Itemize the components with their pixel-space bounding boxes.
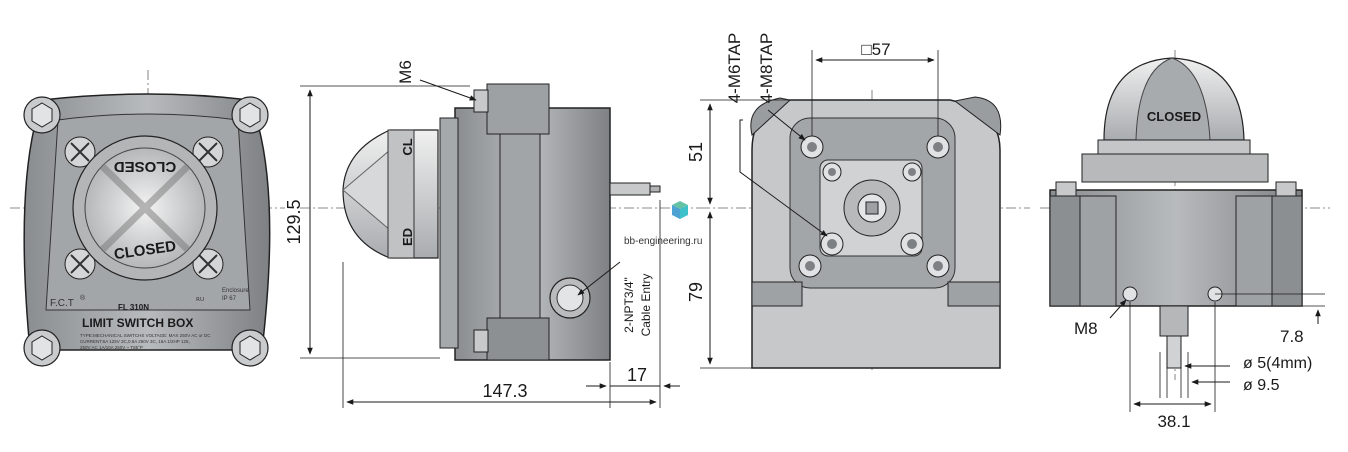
rear-left-bolt xyxy=(1055,181,1077,197)
side-dome-band xyxy=(387,129,415,259)
dome-ed-label: ED xyxy=(400,228,415,246)
dim-square: □57 xyxy=(861,40,890,59)
watermark-icon xyxy=(672,201,688,219)
side-top-boss xyxy=(486,83,550,135)
tap-label-m8: 4-M8TAP xyxy=(757,33,776,104)
side-shaft-tip xyxy=(649,185,661,193)
bottom-foot-right xyxy=(947,281,1001,307)
rear-shaft xyxy=(1166,335,1182,369)
dim-shaft-dia: ø 5(4mm) xyxy=(1243,355,1312,372)
m8-label: M8 xyxy=(1074,319,1098,338)
model-label: FL 310N xyxy=(118,303,149,312)
dim-length: 147.3 xyxy=(482,381,527,401)
box-title: LIMIT SWITCH BOX xyxy=(82,316,193,330)
tap-label-m6: 4-M6TAP xyxy=(725,33,744,104)
cable-entry-hole xyxy=(556,284,584,312)
rear-right-rib xyxy=(1235,195,1273,307)
bottom-tap-holes xyxy=(798,135,950,278)
m6-label: M6 xyxy=(396,60,415,84)
rear-dome-text: CLOSED xyxy=(1147,109,1201,124)
spec-line-3: 250V AC 1A/10A 250V ~ T85°P xyxy=(80,345,143,350)
rear-neck xyxy=(1081,153,1269,183)
rear-left-rib xyxy=(1079,195,1117,307)
rear-right-post xyxy=(1271,195,1303,307)
brand-label: F.C.T xyxy=(50,298,74,309)
dome-screws xyxy=(64,136,224,280)
spec-line-2: CURRENT:6A 125V 3C,0.6A 250V 3C, 16A 1/2… xyxy=(80,339,190,344)
side-bottom-bolt xyxy=(473,329,489,353)
dim-lower: 79 xyxy=(686,282,706,302)
side-flange xyxy=(439,117,459,349)
watermark-text: bb-engineering.ru xyxy=(624,236,702,247)
cable-entry-label-2: Cable Entry xyxy=(639,274,653,337)
bottom-ear-left xyxy=(750,97,792,136)
dome-text-top: CLOSED xyxy=(114,158,177,175)
dim-spacing: 38.1 xyxy=(1157,412,1190,431)
rear-view: CLOSED M8 7.8 ø 5(4mm) ø 9.5 3 xyxy=(1040,50,1330,431)
rear-shaft-collar xyxy=(1159,305,1189,337)
dim-dia: ø 9.5 xyxy=(1243,377,1280,394)
side-bottom-boss xyxy=(486,317,550,361)
bottom-foot-left xyxy=(751,281,803,307)
tap-leader-m6 xyxy=(739,119,828,237)
bottom-view: 4-M6TAP 4-M8TAP □57 51 79 xyxy=(686,33,1030,370)
rear-dome-base xyxy=(1097,139,1251,155)
bottom-shaft-square xyxy=(865,201,879,215)
rear-dome-band xyxy=(1135,57,1211,141)
corner-bolts xyxy=(23,96,269,367)
side-top-bolt xyxy=(473,89,489,113)
dim-offset: 7.8 xyxy=(1280,327,1304,346)
dome-cross xyxy=(99,163,191,253)
tap-leader-m8 xyxy=(767,109,806,141)
m8-leader xyxy=(1109,299,1127,319)
rear-hole-left xyxy=(1122,286,1138,302)
rear-right-bolt xyxy=(1275,181,1297,197)
dim-upper: 51 xyxy=(686,142,706,162)
dim-shaft: 17 xyxy=(627,365,647,385)
m6-leader xyxy=(419,79,477,101)
enclosure-label: Enclosure xyxy=(222,288,249,294)
side-view: CL ED bb-engineering.ru M6 2-NPT3/4" Cab… xyxy=(284,60,702,408)
rear-left-post xyxy=(1049,195,1081,307)
side-shaft xyxy=(609,182,651,196)
front-view: CLOSED CLOSED F.C.T ® FL 310N Enclosure … xyxy=(10,70,285,367)
brand-mark: ® xyxy=(80,294,86,302)
spec-line-1: TYPE:MECHANICAL SWITCHS VOLTAGE: MAX 250… xyxy=(80,333,211,338)
cert-mark: ᴿᵁ xyxy=(196,297,204,307)
dome-cl-label: CL xyxy=(400,138,415,155)
dim-height: 129.5 xyxy=(284,199,304,244)
ip-rating: IP 67 xyxy=(222,296,237,302)
cable-entry-label-1: 2-NPT3/4" xyxy=(622,277,636,333)
cable-entry-leader xyxy=(577,261,621,296)
bottom-ear-right xyxy=(953,96,1002,136)
